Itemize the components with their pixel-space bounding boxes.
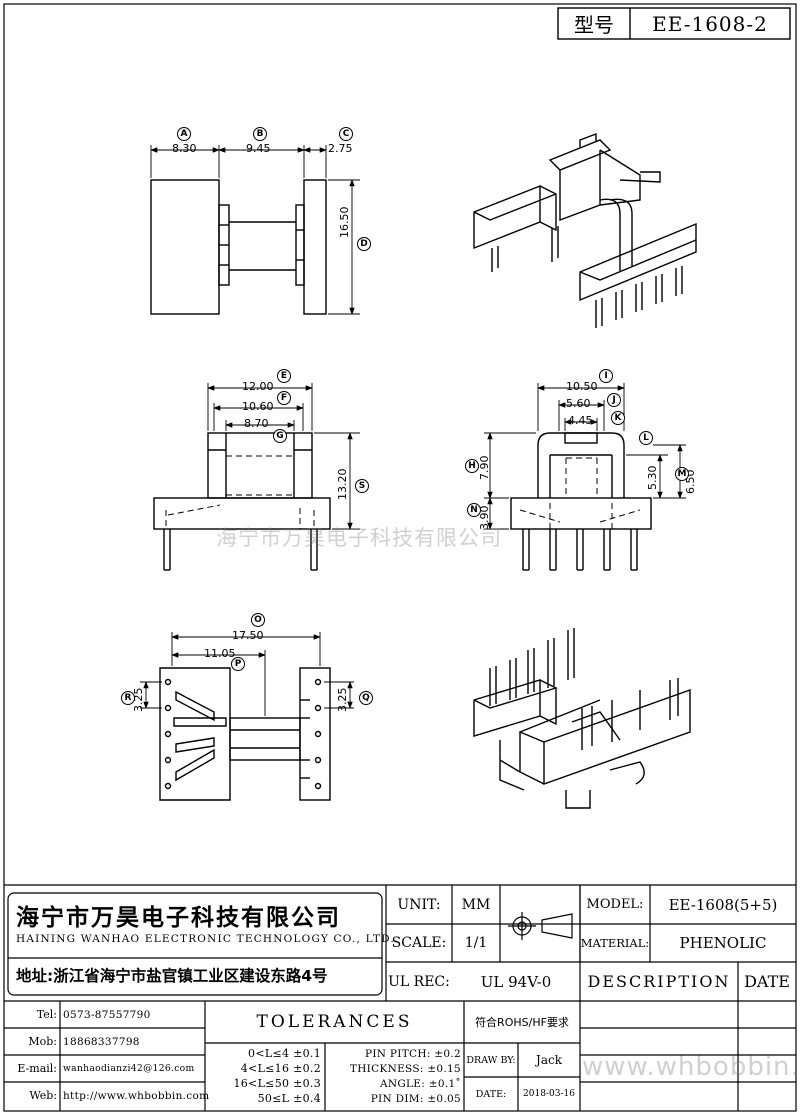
tolerance-spec: PIN PITCH: ±0.2 [364,1047,461,1060]
dim-k: 4.45 [568,414,593,427]
contact-value[interactable]: http://www.whbobbin.com [63,1089,210,1102]
unit-value: MM [461,896,491,913]
marker-r: R [121,691,135,705]
date-label: DATE: [475,1088,507,1100]
dim-p: 11.05 [204,647,236,660]
scale-label: SCALE: [391,935,447,951]
draw-by-label: DRAW BY: [466,1054,516,1066]
model-number: EE-1608-2 [652,11,768,36]
title-block-lines [4,884,796,1111]
material-value: PHENOLIC [679,934,767,952]
tolerance-range: 16<L≤50 ±0.3 [233,1077,321,1090]
tolerance-range: 4<L≤16 ±0.2 [240,1062,321,1075]
tolerance-spec: ANGLE: ±0.1˚ [379,1077,461,1090]
contact-label: Mob: [28,1035,57,1048]
dim-o: 17.50 [232,629,264,642]
dim-q: 3.25 [336,687,349,713]
isometric-view-top [473,132,697,328]
contact-value[interactable]: wanhaodianzi42@126.com [63,1063,195,1074]
marker-h: H [465,459,479,473]
dim-a: 8.30 [172,142,197,155]
model-value-tb: EE-1608(5+5) [668,895,778,914]
rohs-note: 符合ROHS/HF要求 [475,1016,569,1029]
watermark-url: www.whbobbin.com [582,1052,800,1082]
dim-s: 13.20 [336,468,349,501]
company-name-en: HAINING WANHAO ELECTRONIC TECHNOLOGY CO.… [16,933,395,945]
date-header: DATE [744,972,790,991]
front-view [153,383,360,571]
marker-g: G [273,429,287,443]
marker-l: L [639,431,653,445]
marker-j: J [607,393,621,407]
tolerance-spec: PIN DIM: ±0.05 [370,1092,461,1105]
marker-e: E [277,369,291,383]
ulrec-label: UL REC: [388,973,450,990]
company-address: 地址:浙江省海宁市盐官镇工业区建设东路4号 [16,967,328,985]
marker-a: A [177,127,191,141]
top-view [150,145,360,315]
side-view [484,383,686,571]
material-label: MATERIAL: [580,936,650,950]
dim-l: 5.30 [646,465,659,491]
company-name-cn: 海宁市万昊电子科技有限公司 [16,905,341,931]
dim-h: 7.90 [478,455,491,481]
marker-n: N [467,503,481,517]
contact-label: Web: [29,1089,57,1102]
tolerance-range: 0<L≤4 ±0.1 [248,1047,321,1060]
bottom-view [140,632,354,801]
marker-m: M [675,467,689,481]
description-header: DESCRIPTION [587,972,731,991]
contact-label: E-mail: [17,1062,57,1075]
dim-j: 5.60 [566,397,591,410]
contact-value: 0573-87557790 [63,1008,151,1021]
dim-c: 2.75 [328,142,353,155]
marker-c: C [339,127,353,141]
marker-b: B [253,127,267,141]
tolerances-title: TOLERANCES [256,1012,413,1032]
contact-label: Tel: [36,1008,57,1021]
marker-f: F [277,391,291,405]
marker-q: Q [359,691,373,705]
ulrec-value: UL 94V-0 [480,972,552,991]
contact-value: 18868337798 [63,1035,140,1048]
marker-d: D [357,237,371,251]
watermark-company: 海宁市万昊电子科技有限公司 [216,526,502,550]
tolerance-spec: THICKNESS: ±0.15 [349,1062,461,1075]
draw-by-value: Jack [536,1053,562,1067]
dim-g: 8.70 [244,417,269,430]
model-label: 型号 [574,13,614,37]
isometric-view-bottom [473,628,691,809]
dim-f: 10.60 [242,400,274,413]
marker-p: P [231,657,245,671]
dim-b: 9.45 [246,142,271,155]
model-label-tb: MODEL: [586,897,644,912]
marker-o: O [251,613,265,627]
dim-d: 16.50 [338,206,351,239]
marker-k: K [611,411,625,425]
scale-value: 1/1 [464,935,488,951]
marker-i: I [599,369,613,383]
unit-label: UNIT: [397,896,441,913]
tolerance-range: 50≤L ±0.4 [257,1092,321,1105]
projection-symbol [508,912,573,940]
dim-i: 10.50 [566,380,598,393]
date-value: 2018-03-16 [523,1089,575,1099]
marker-s: S [355,479,369,493]
dim-e: 12.00 [242,380,274,393]
